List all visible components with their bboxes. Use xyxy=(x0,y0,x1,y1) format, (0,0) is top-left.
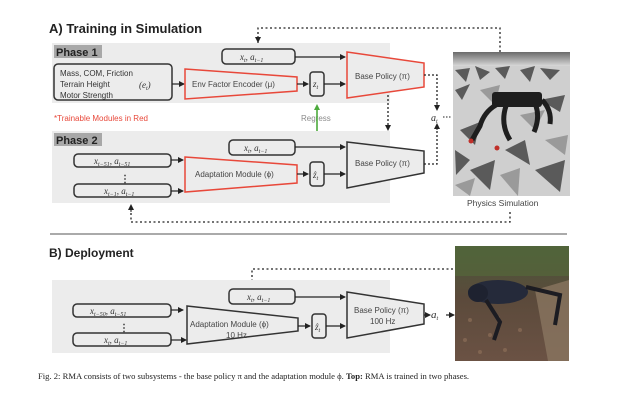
env-factor-2: Terrain Height xyxy=(60,80,111,89)
section-b-title: B) Deployment xyxy=(49,246,134,260)
deploy-adaptation-rate: 10 Hz xyxy=(226,331,247,340)
caption-text: Fig. 2: RMA consists of two subsystems -… xyxy=(38,371,346,381)
phase2-history-last: xt−1, at−1 xyxy=(103,186,134,198)
phase2-ellipsis: ⋮ xyxy=(120,174,130,185)
latent-z: zt xyxy=(312,79,319,91)
feedback-loop-bottom xyxy=(130,207,511,223)
deploy-ellipsis: ⋮ xyxy=(119,323,129,334)
env-factors-box xyxy=(53,63,173,101)
env-symbol: (et) xyxy=(139,80,151,92)
deploy-base-policy-rate: 100 Hz xyxy=(370,317,395,326)
deploy-history-first: xt−50, at−51 xyxy=(89,306,126,318)
env-factor-encoder-label: Env Factor Encoder (μ) xyxy=(192,80,275,89)
phase2-adaptation-label: Adaptation Module (ϕ) xyxy=(195,170,274,179)
physics-simulation-image xyxy=(453,52,570,196)
physics-simulation-caption: Physics Simulation xyxy=(467,198,539,208)
phase2-base-policy-label: Base Policy (π) xyxy=(355,159,410,168)
phase2-history-first: xt−51, at−51 xyxy=(93,156,130,168)
deploy-base-policy-label: Base Policy (π) xyxy=(354,306,409,315)
phase1-base-policy-label: Base Policy (π) xyxy=(355,72,410,81)
regress-label: Regress xyxy=(301,114,331,123)
action-output-sim: at xyxy=(431,113,438,125)
phase1-base-policy xyxy=(346,51,425,99)
deploy-adaptation-label: Adaptation Module (ϕ) xyxy=(190,320,269,329)
trainable-modules-note: *Trainable Modules in Red xyxy=(54,114,148,123)
deployment-robot-photo xyxy=(455,246,569,361)
env-factor-3: Motor Strength xyxy=(60,91,113,100)
phase1-state-action: xt, at−1 xyxy=(239,52,263,64)
deploy-base-policy xyxy=(346,291,425,339)
deploy-history-last: xt, at−1 xyxy=(103,335,127,347)
phase2-latent-hat: ẑt xyxy=(312,170,319,182)
caption-bold: Top: xyxy=(345,371,363,381)
section-a-title: A) Training in Simulation xyxy=(49,21,202,36)
deploy-adaptation-module xyxy=(186,305,299,345)
phase2-state-action: xt, at−1 xyxy=(243,143,267,155)
deploy-latent-hat: ẑt xyxy=(314,322,321,334)
phase1-label-bg xyxy=(54,45,102,58)
phase2-adaptation-module xyxy=(184,156,298,193)
phase2-label-bg xyxy=(54,133,102,146)
env-factor-1: Mass, COM, Friction xyxy=(60,69,133,78)
phase1-label: Phase 1 xyxy=(56,47,98,59)
deploy-state-action: xt, at−1 xyxy=(246,292,270,304)
figure-caption: Fig. 2: RMA consists of two subsystems -… xyxy=(38,371,608,381)
action-output-deploy: at xyxy=(431,309,439,322)
phase2-label: Phase 2 xyxy=(56,135,98,147)
phase2-base-policy xyxy=(346,141,425,189)
feedback-loop-top xyxy=(257,27,501,52)
caption-suffix: RMA is trained in two phases. xyxy=(362,371,470,381)
env-factor-encoder xyxy=(184,68,298,100)
